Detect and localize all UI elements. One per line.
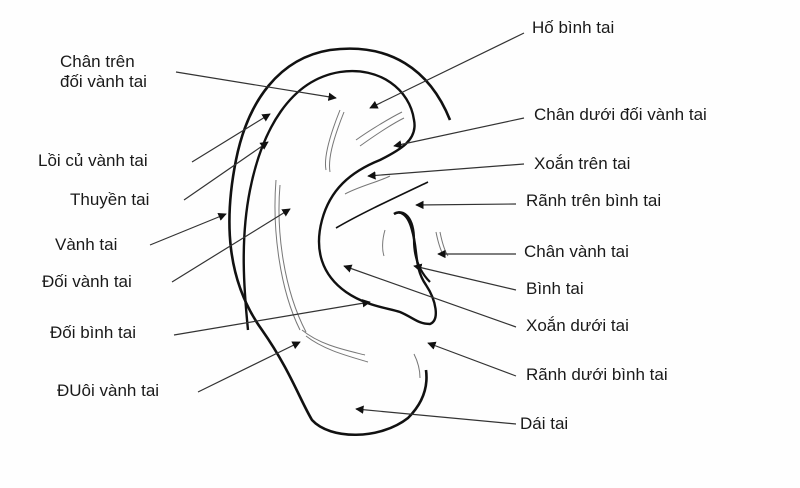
label-xoan-tren-tai: Xoắn trên tai <box>534 154 631 173</box>
label-chan-vanh-tai: Chân vành tai <box>524 242 629 261</box>
tragus-outline <box>393 211 431 283</box>
shading-strokes <box>274 109 449 379</box>
label-duoi-vanh-tai: ĐUôi vành tai <box>57 381 160 400</box>
label-line2: đối vành tai <box>60 72 147 91</box>
right-leader-lines <box>343 32 525 425</box>
label-chan-tren-doi-vanh-tai: Chân trên đối vành tai <box>60 52 147 92</box>
helix-outline <box>228 47 452 436</box>
label-ho-binh-tai: Hố bình tai <box>532 18 615 37</box>
label-vanh-tai: Vành tai <box>55 235 118 254</box>
label-ranh-tren-binh-tai: Rãnh trên bình tai <box>526 191 662 210</box>
left-leader-lines <box>149 71 371 393</box>
label-thuyen-tai: Thuyền tai <box>70 190 150 209</box>
label-ranh-duoi-binh-tai: Rãnh dưới bình tai <box>526 365 668 384</box>
label-doi-vanh-tai: Đối vành tai <box>42 272 132 291</box>
label-doi-binh-tai: Đối bình tai <box>50 323 136 342</box>
label-loi-cu-vanh-tai: Lồi củ vành tai <box>38 151 148 170</box>
label-xoan-duoi-tai: Xoắn dưới tai <box>526 316 629 335</box>
label-line1: Chân trên <box>60 52 135 71</box>
label-chan-duoi-doi-vanh-tai: Chân dưới đối vành tai <box>534 105 707 124</box>
antihelix-outline <box>242 69 437 331</box>
label-binh-tai: Bình tai <box>526 279 584 298</box>
helix-crus <box>335 181 429 229</box>
label-dai-tai: Dái tai <box>520 414 569 433</box>
